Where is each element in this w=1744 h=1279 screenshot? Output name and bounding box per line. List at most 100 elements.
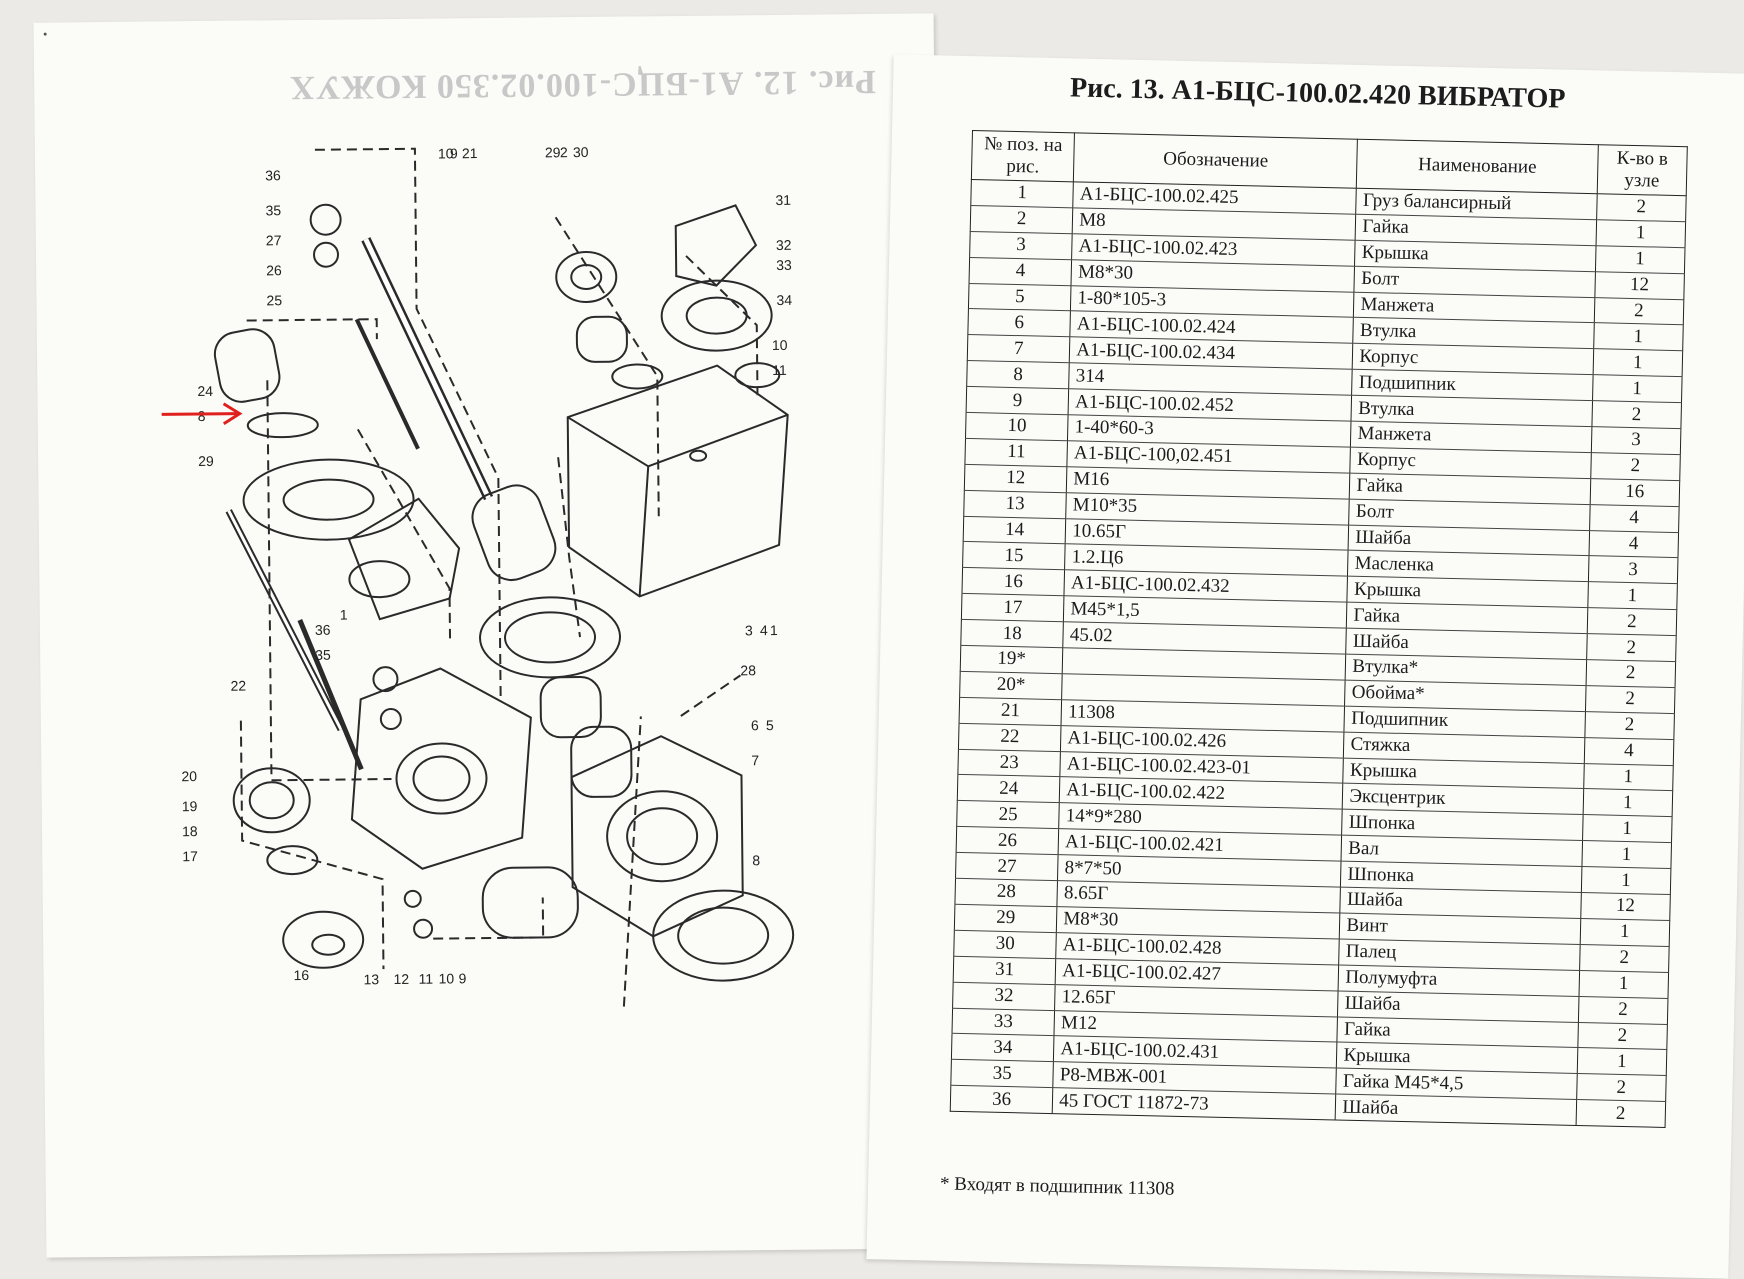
cell-pos: 4 <box>969 257 1072 286</box>
cell-pos: 30 <box>953 930 1057 959</box>
cell-qty: 2 <box>1575 1099 1666 1128</box>
cell-pos: 8 <box>966 360 1070 389</box>
cell-qty: 4 <box>1588 530 1679 559</box>
cell-qty: 1 <box>1595 245 1686 274</box>
cell-qty: 2 <box>1578 996 1668 1025</box>
callout-31: 31 <box>775 192 791 208</box>
cell-qty: 1 <box>1580 866 1671 895</box>
callout-11b: 11 <box>419 971 434 987</box>
callout-3: 3 <box>745 622 753 638</box>
callout-19: 19 <box>182 798 198 814</box>
callout-35b: 35 <box>315 647 331 663</box>
cell-qty: 16 <box>1589 478 1680 507</box>
callout-17: 17 <box>182 848 198 864</box>
cell-qty: 1 <box>1592 348 1683 377</box>
cell-pos: 19* <box>960 645 1064 674</box>
cell-pos: 29 <box>954 904 1058 933</box>
cell-pos: 28 <box>954 878 1058 907</box>
cell-pos: 21 <box>959 697 1062 726</box>
callout-36b: 36 <box>315 622 331 638</box>
cell-pos: 15 <box>962 541 1066 571</box>
callout-20: 20 <box>181 768 197 784</box>
cell-pos: 18 <box>960 619 1064 648</box>
cell-pos: 3 <box>969 231 1073 260</box>
callout-9: 9 <box>450 145 458 161</box>
callout-10b: 10 <box>772 337 788 353</box>
callout-26: 26 <box>266 262 282 278</box>
cell-qty: 1 <box>1593 323 1684 352</box>
cell-pos: 24 <box>957 774 1061 804</box>
cell-pos: 2 <box>970 205 1074 234</box>
callout-4: 4 <box>760 622 768 638</box>
callout-6: 6 <box>751 717 759 733</box>
callout-8b: 8 <box>752 852 760 868</box>
cell-pos: 26 <box>956 826 1059 855</box>
header-designation: Обозначение <box>1073 132 1358 189</box>
cell-pos: 20* <box>959 671 1063 700</box>
cell-qty: 2 <box>1585 685 1676 714</box>
cell-qty: 1 <box>1576 1047 1667 1076</box>
scan-speck <box>43 32 47 36</box>
cell-qty: 2 <box>1586 633 1677 662</box>
callout-25: 25 <box>266 292 282 308</box>
cell-pos: 23 <box>957 748 1061 778</box>
cell-pos: 16 <box>961 567 1065 596</box>
callout-28: 28 <box>740 662 756 678</box>
header-qty: К-во в узле <box>1596 144 1688 196</box>
cell-qty: 1 <box>1595 219 1686 248</box>
callout-24: 24 <box>197 383 213 399</box>
callout-18: 18 <box>182 823 198 839</box>
cell-name: Шайба <box>1335 1094 1577 1126</box>
red-arrow-icon <box>161 402 243 426</box>
parts-table: № поз. на рис. Обозначение Наименование … <box>950 130 1688 1128</box>
callout-10: 10 <box>438 145 454 161</box>
callout-13: 13 <box>364 971 380 987</box>
cell-pos: 9 <box>966 386 1069 415</box>
callout-10c: 10 <box>439 970 455 986</box>
callout-2: 2 <box>560 144 568 160</box>
callout-12: 12 <box>394 971 410 987</box>
callout-29: 29 <box>198 453 214 469</box>
callout-1: 1 <box>770 622 778 638</box>
cell-qty: 2 <box>1596 193 1687 222</box>
cell-pos: 34 <box>951 1033 1055 1062</box>
callout-29b: 29 <box>545 144 561 160</box>
cell-pos: 25 <box>956 800 1060 829</box>
cell-qty: 2 <box>1577 1021 1668 1050</box>
callout-34: 34 <box>776 292 792 308</box>
callout-21: 21 <box>462 145 478 161</box>
cell-pos: 31 <box>953 956 1057 985</box>
cell-qty: 2 <box>1591 400 1682 429</box>
cell-pos: 14 <box>963 515 1066 545</box>
callout-7: 7 <box>751 752 759 768</box>
cell-qty: 2 <box>1576 1073 1667 1102</box>
cell-qty: 12 <box>1594 271 1685 300</box>
cell-pos: 13 <box>963 490 1067 519</box>
cell-qty: 4 <box>1583 737 1674 766</box>
left-page: Рис. 12. А1-БЦС-100.02.350 КОЖУХ <box>33 13 947 1258</box>
cell-pos: 7 <box>967 334 1071 364</box>
cell-pos: 36 <box>950 1085 1054 1114</box>
callout-27: 27 <box>266 232 282 248</box>
callout-9b: 9 <box>459 970 467 986</box>
header-pos: № поз. на рис. <box>971 130 1075 182</box>
cell-pos: 35 <box>950 1059 1054 1088</box>
exploded-view-drawing: 36 35 27 26 25 24 8 29 10 9 21 29 2 30 3… <box>181 144 795 1007</box>
cell-qty: 1 <box>1583 763 1674 792</box>
callout-22: 22 <box>230 678 246 694</box>
cell-qty: 1 <box>1579 918 1670 947</box>
cell-qty: 1 <box>1582 789 1673 817</box>
callout-32: 32 <box>776 237 792 253</box>
callout-35: 35 <box>265 202 281 218</box>
cell-pos: 17 <box>961 593 1065 622</box>
parts-table-container: № поз. на рис. Обозначение Наименование … <box>950 130 1688 1128</box>
cell-pos: 27 <box>955 852 1059 881</box>
cell-qty: 2 <box>1590 452 1681 481</box>
cell-qty: 2 <box>1586 607 1677 636</box>
callout-1b: 1 <box>340 606 348 622</box>
cell-qty: 2 <box>1585 659 1676 688</box>
cell-pos: 10 <box>965 412 1069 441</box>
cell-qty: 4 <box>1589 504 1680 533</box>
cell-pos: 1 <box>970 179 1074 208</box>
